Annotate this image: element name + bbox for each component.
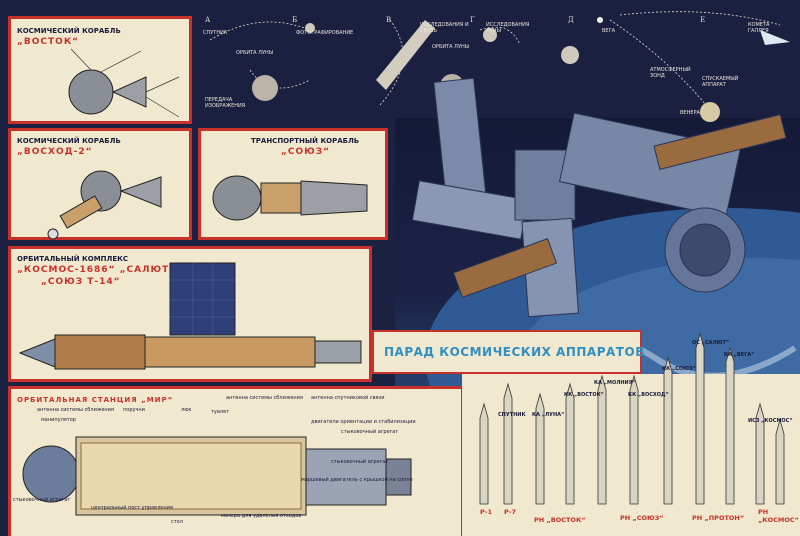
rocket-label: КА „ЛУНА“ [532, 412, 565, 418]
mission-label: ОРБИТА ЛУНЫ [432, 44, 470, 50]
mir-label: поручни [123, 407, 145, 413]
stage-label-d: Д [568, 16, 574, 24]
rocket-silhouette [725, 346, 735, 505]
rocket-silhouette [629, 374, 639, 505]
rocket-footer: РН „СОЮЗ“ [620, 514, 664, 522]
mir-label: люк [181, 407, 192, 413]
panel-voskhod-line1: КОСМИЧЕСКИЙ КОРАБЛЬ [17, 137, 121, 145]
panel-mir-title: ОРБИТАЛЬНАЯ СТАНЦИЯ „МИР“ [17, 396, 174, 404]
mir-label: маршевый двигатель с крышкой на сопле [301, 477, 413, 483]
mir-label: антенна спутниковой связи [311, 395, 385, 401]
rocket-footer: РН „ПРОТОН“ [692, 514, 745, 522]
rockets-drawing [479, 332, 785, 505]
stage-label-a: А [205, 16, 211, 24]
stage-label-g: Г [470, 16, 475, 24]
rocket-silhouette [663, 356, 673, 505]
mission-label: АТМОСФЕРНЫЙ ЗОНД [650, 67, 691, 79]
rocket-silhouette [755, 402, 765, 505]
mir-label: стол [171, 519, 183, 525]
panel-mir-station: ОРБИТАЛЬНАЯ СТАНЦИЯ „МИР“ антенна систем… [8, 386, 464, 536]
mission-label: ОРБИТА ЛУНЫ [236, 50, 274, 56]
rocket-silhouette [775, 418, 785, 505]
space-station-illustration [411, 77, 787, 318]
mission-label: СПУТНИК [203, 30, 228, 36]
mir-label: стыковочный агрегат [13, 497, 71, 503]
mission-label: ВЕНЕРА [680, 110, 700, 116]
rocket-footer: Р-7 [504, 508, 516, 516]
parade-banner: ПАРАД КОСМИЧЕСКИХ АППАРАТОВ [372, 330, 645, 374]
panel-vostok-line1: КОСМИЧЕСКИЙ КОРАБЛЬ [17, 27, 121, 35]
rocket-silhouette [565, 382, 575, 505]
stage-label-v: В [386, 16, 392, 24]
rocket-silhouette [597, 374, 607, 505]
mission-label: КОМЕТА ГАЛЛЕЯ [748, 22, 770, 34]
rocket-label: КК „ВОСТОК“ [564, 392, 604, 398]
mir-station-cutaway [22, 436, 412, 516]
panel-kosmos-line1: ОРБИТАЛЬНЫЙ КОМПЛЕКС [17, 255, 128, 263]
rocket-label: КА „МОЛНИЯ“ [594, 380, 636, 386]
mir-label: манипулятор [41, 417, 76, 423]
mir-label: центральный пост управления [91, 505, 173, 511]
mir-label: туалет [211, 409, 230, 415]
mission-label: ПЕРЕДАЧА ИЗОБРАЖЕНИЯ [205, 97, 246, 109]
stage-label-b: Б [292, 16, 298, 24]
rocket-silhouette [503, 382, 513, 505]
rocket-label: СПУТНИК [498, 412, 526, 418]
panel-soyuz-line1: ТРАНСПОРТНЫЙ КОРАБЛЬ [251, 137, 360, 145]
panel-soyuz: ТРАНСПОРТНЫЙ КОРАБЛЬ „СОЮЗ“ [198, 128, 388, 240]
panel-kosmos-line3: „СОЮЗ Т-14“ [41, 277, 121, 287]
panel-kosmos-complex: ОРБИТАЛЬНЫЙ КОМПЛЕКС „КОСМОС-1686“ „САЛЮ… [8, 246, 372, 382]
mission-label: ИССЛЕДОВАНИЯ ЛУНЫ [486, 22, 530, 34]
mission-strip-background [190, 0, 800, 118]
rocket-label: КК „СОЮЗ“ [662, 366, 696, 372]
rocket-silhouette [695, 332, 705, 505]
panel-voskhod-name: „ВОСХОД-2“ [17, 147, 93, 157]
parade-title: ПАРАД КОСМИЧЕСКИХ АППАРАТОВ [384, 345, 645, 359]
mir-label: двигатели ориентации и стабилизации [311, 419, 416, 425]
mir-label: антенна системы сближения [37, 407, 114, 413]
mir-label: стыковочный агрегат [331, 459, 389, 465]
rocket-silhouette [479, 402, 489, 505]
rockets-lineup: СПУТНИК КА „ЛУНА“ КК „ВОСТОК“ КА „МОЛНИЯ… [462, 332, 800, 536]
mission-label: ИССЛЕДОВАНИЯ И СВЯЗЬ [420, 22, 469, 34]
mir-label: антенна системы сближения [226, 395, 303, 401]
vostok-spacecraft-drawing [68, 48, 180, 118]
mir-label: стыковочный агрегат [341, 429, 399, 435]
mir-label: камера для удаления отходов [221, 513, 302, 519]
panel-vostok: КОСМИЧЕСКИЙ КОРАБЛЬ „ВОСТОК“ [8, 16, 192, 124]
rocket-footer: РН „КОСМОС“ [758, 508, 799, 524]
soyuz-spacecraft-drawing [212, 175, 368, 221]
rocket-footer: Р-1 [480, 508, 492, 516]
mission-label: ФОТОГРАФИРОВАНИЕ [296, 30, 354, 36]
mission-label: СПУСКАЕМЫЙ АППАРАТ [702, 76, 739, 88]
stage-label-e: Е [700, 16, 706, 24]
rocket-label: ИСЗ „КОСМОС“ [748, 418, 793, 424]
panel-voskhod: КОСМИЧЕСКИЙ КОРАБЛЬ „ВОСХОД-2“ [8, 128, 192, 240]
rocket-label: ОС „САЛЮТ“ [692, 340, 730, 346]
kosmos-complex-drawing [18, 262, 362, 370]
rocket-footer: РН „ВОСТОК“ [534, 516, 586, 524]
panel-vostok-name: „ВОСТОК“ [17, 37, 80, 47]
panel-kosmos-line2: „КОСМОС-1686“ „САЛЮТ-7“ [17, 265, 189, 275]
rocket-label: КА „ВЕГА“ [724, 352, 755, 358]
rocket-label: КК „ВОСХОД“ [628, 392, 669, 398]
voskhod-spacecraft-drawing [47, 170, 162, 240]
rocket-silhouette [535, 392, 545, 505]
mission-label: ВЕГА [602, 28, 616, 34]
panel-soyuz-name: „СОЮЗ“ [281, 147, 331, 157]
